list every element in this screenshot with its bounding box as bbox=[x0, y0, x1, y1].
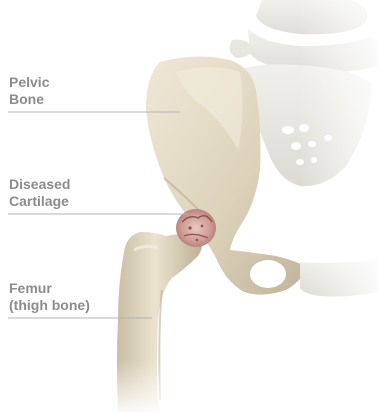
femur-label-line-1: Femur bbox=[9, 280, 90, 297]
pelvic-bone-label-line-2: Bone bbox=[9, 91, 49, 108]
diseased-cartilage-label-line-2: Cartilage bbox=[9, 193, 70, 210]
femur-label: Femur (thigh bone) bbox=[9, 280, 90, 314]
diseased-cartilage-label-line-1: Diseased bbox=[9, 176, 70, 193]
fade-overlay bbox=[300, 0, 378, 412]
fade-overlay-bottom bbox=[0, 360, 378, 412]
pelvic-bone-label: Pelvic Bone bbox=[9, 74, 49, 108]
femur-label-line-2: (thigh bone) bbox=[9, 297, 90, 314]
pelvic-bone-label-line-1: Pelvic bbox=[9, 74, 49, 91]
diseased-cartilage bbox=[176, 209, 216, 247]
obturator-foramen bbox=[250, 260, 286, 288]
diseased-cartilage-label: Diseased Cartilage bbox=[9, 176, 70, 210]
